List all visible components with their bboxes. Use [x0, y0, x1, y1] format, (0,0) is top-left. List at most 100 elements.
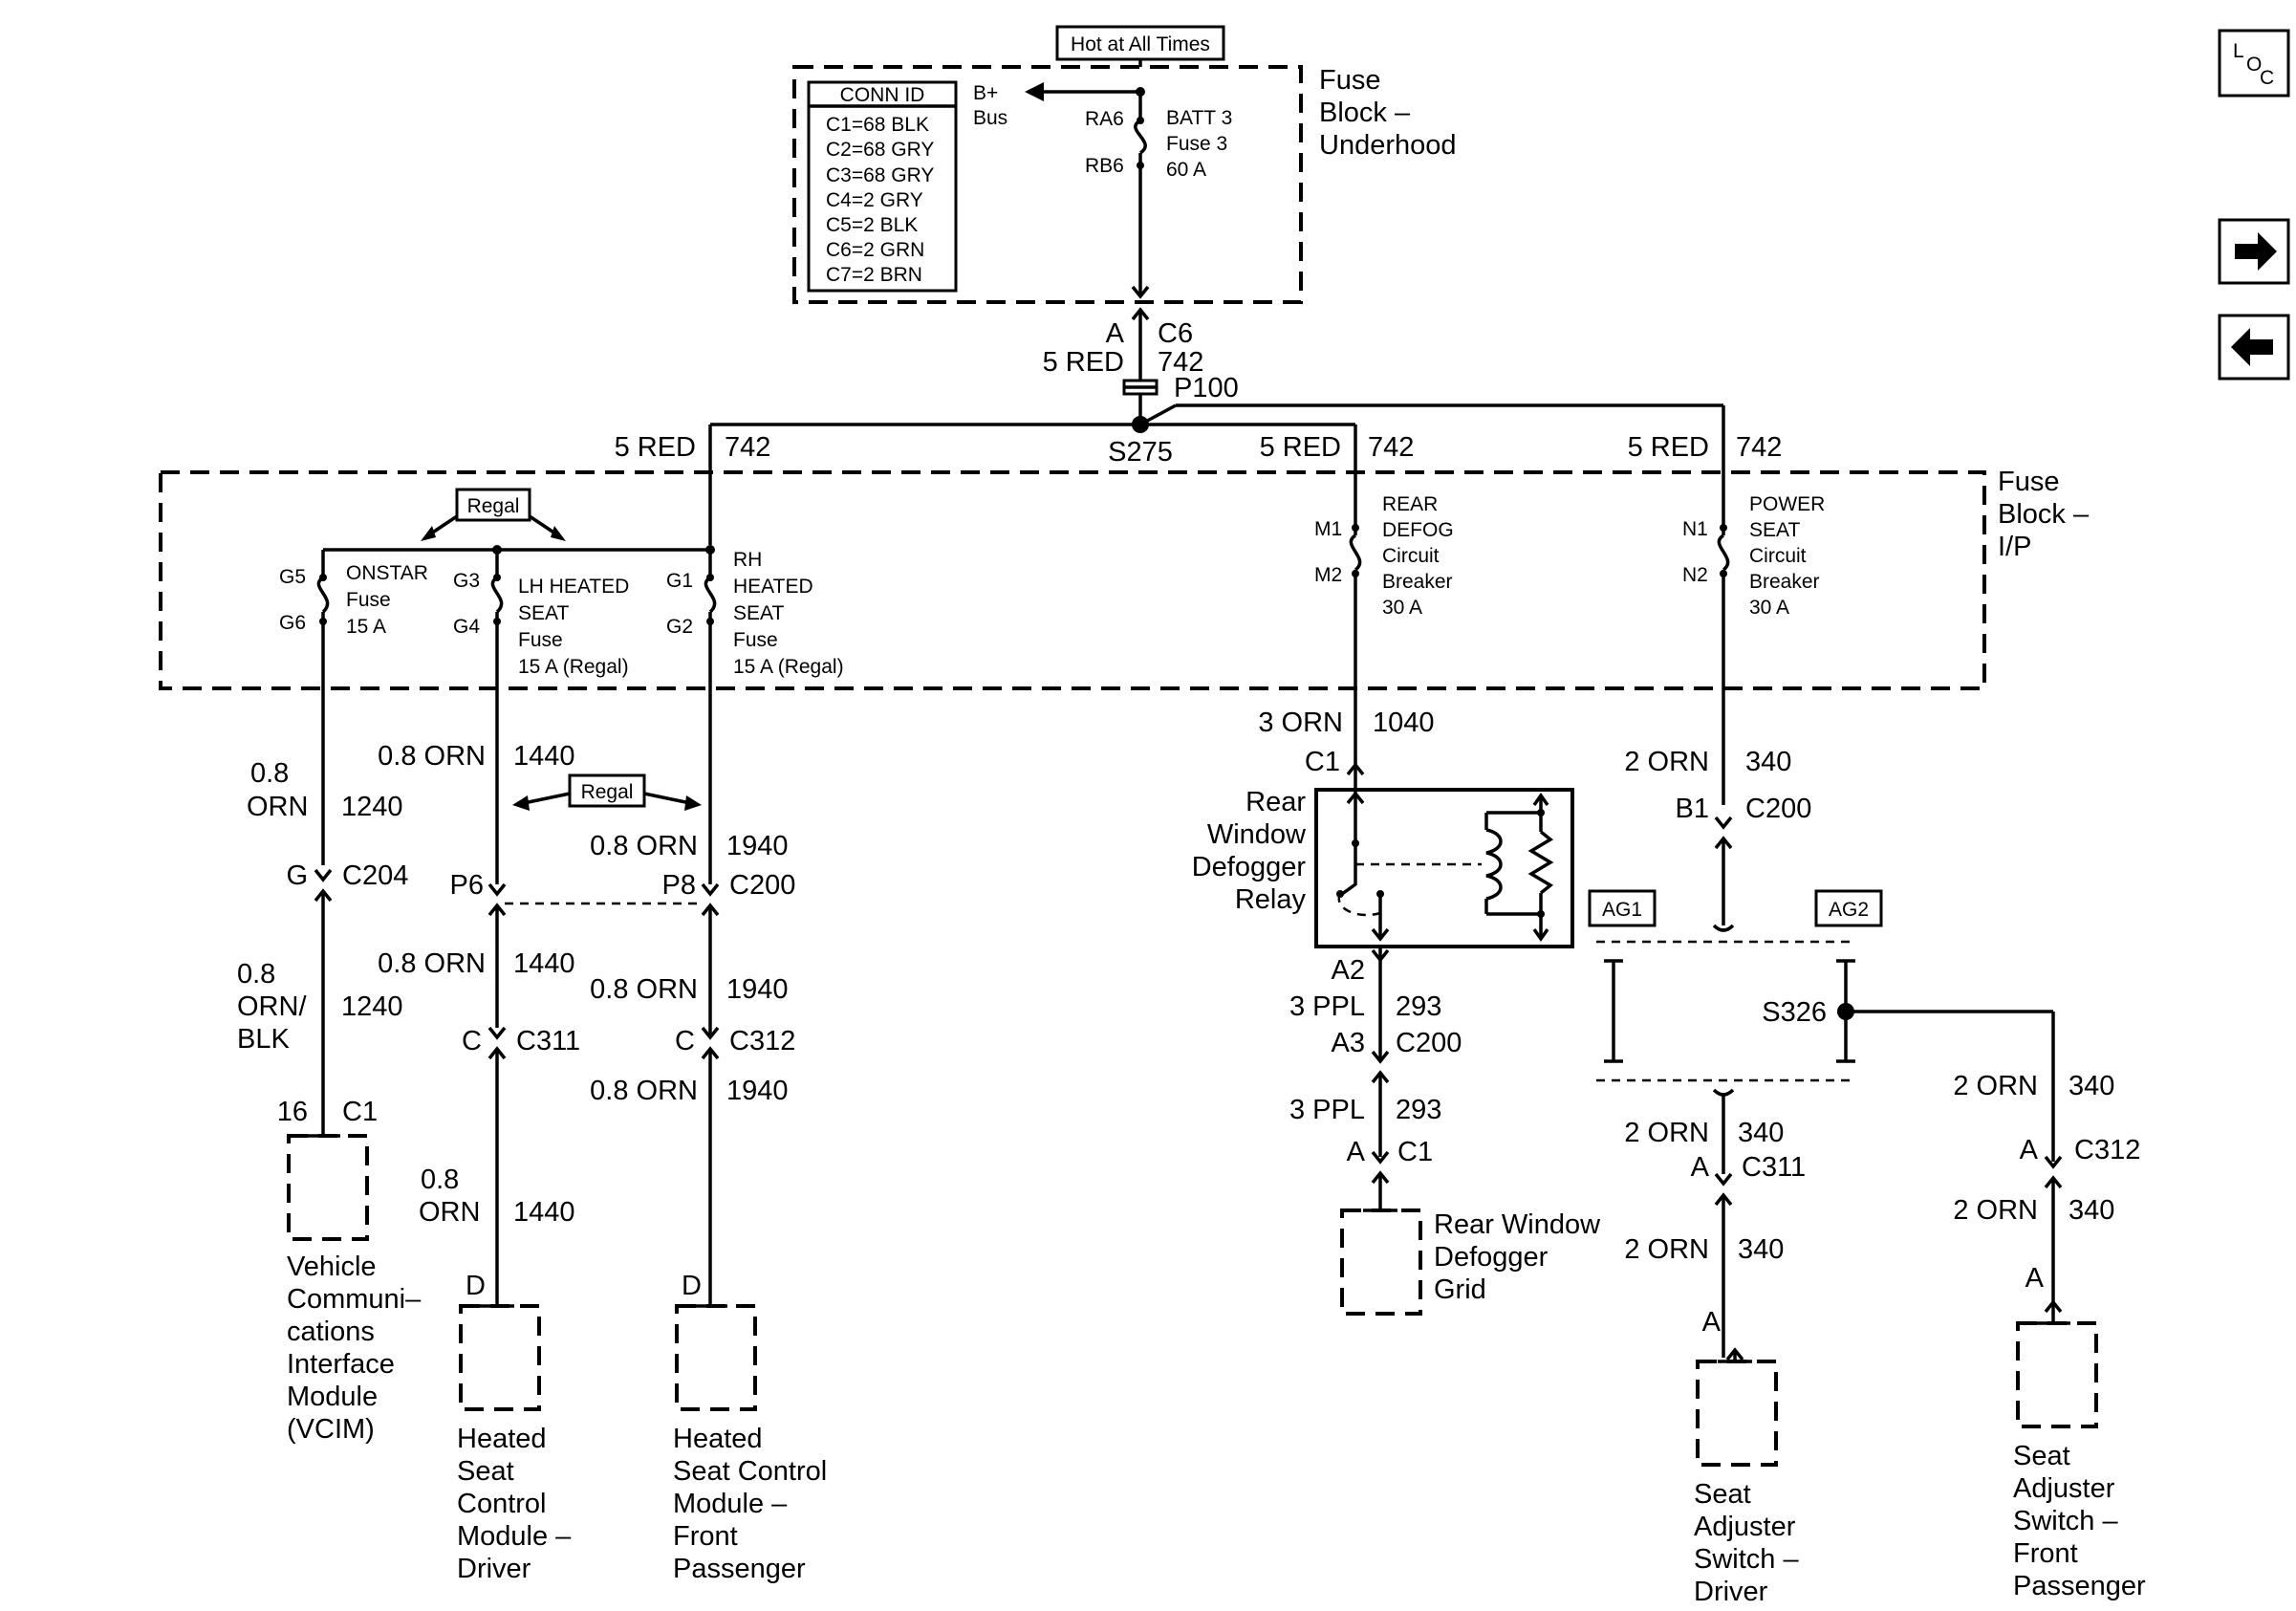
power-breaker-label: Circuit	[1749, 545, 1807, 567]
psd-wire1-gauge: 2 ORN	[1624, 1118, 1709, 1148]
vcim-name: Vehicle	[287, 1252, 377, 1282]
fuse-3-icon	[1134, 119, 1147, 155]
defog-breaker-label: Circuit	[1382, 545, 1440, 567]
defog-wire1-gauge: 3 ORN	[1258, 708, 1343, 738]
hsd-name: Heated	[457, 1424, 547, 1454]
rh-seat-fuse-icon	[704, 576, 717, 614]
hsp-wire1-circuit: 1940	[726, 831, 789, 861]
conn-id-row: C3=68 GRY	[826, 164, 934, 186]
hsp-wire1-gauge: 0.8 ORN	[590, 831, 698, 861]
underhood-label: Fuse	[1319, 65, 1380, 96]
psd-c311: C311	[1742, 1152, 1806, 1183]
relay-name: Relay	[1235, 884, 1307, 915]
conn-id-table	[807, 80, 958, 293]
fuse-block-underhood: Hot at All Times CONN ID C1=68 BLK C2=68…	[792, 25, 1457, 304]
relay-name: Rear	[1245, 787, 1306, 817]
hsp-pin-p8: P8	[662, 870, 696, 901]
power-seat-breaker-icon	[1717, 533, 1730, 572]
psp-c312: C312	[2074, 1135, 2140, 1165]
ps-wire1-circuit: 340	[1745, 747, 1791, 777]
regal-arrow-left-icon	[421, 526, 436, 541]
regal-arrow-left-icon	[512, 795, 530, 811]
psp-name: Front	[2013, 1538, 2078, 1569]
batt3-label: BATT 3	[1166, 107, 1232, 129]
main-gauge: 5 RED	[1043, 347, 1124, 378]
conn-id-title: CONN ID	[840, 84, 925, 106]
main-feed: A C6 5 RED 742 P100 S275 5 RED 742 5 RED…	[615, 308, 1782, 545]
hsp-name: Passenger	[673, 1554, 806, 1584]
hsp-pin-d: D	[682, 1271, 702, 1301]
defog-breaker-label: DEFOG	[1382, 519, 1454, 541]
defog-grid-name: Defogger	[1434, 1242, 1549, 1273]
defog-pin-a: A	[1347, 1137, 1366, 1167]
arrow-left-icon	[2231, 328, 2273, 366]
psd-wire1-circuit: 340	[1738, 1118, 1784, 1148]
defog-wire2-gauge: 3 PPL	[1289, 991, 1365, 1022]
rb6-label: RB6	[1085, 155, 1124, 177]
next-page-button[interactable]	[2218, 218, 2290, 285]
hsp-wire2-gauge: 0.8 ORN	[590, 974, 698, 1005]
power-in: N1	[1682, 518, 1708, 540]
underhood-label: Underhood	[1319, 130, 1457, 161]
onstar-fuse-icon	[316, 576, 330, 614]
vcim-circuit: 0.8 ORN 1240 G C204 0.8 ORN/ BLK 1240 16…	[237, 758, 422, 1445]
hsd-name: Driver	[457, 1554, 531, 1584]
psd-pin-a2: A	[1702, 1307, 1722, 1338]
psp-name: Switch –	[2013, 1506, 2118, 1536]
relay-coil-icon	[1485, 828, 1503, 901]
hsp-wire3-circuit: 1940	[726, 1076, 789, 1106]
ra6-label: RA6	[1085, 108, 1124, 130]
rh-label: Fuse	[733, 629, 778, 651]
bus-label: Bus	[973, 107, 1007, 129]
lh-label: 15 A (Regal)	[518, 656, 629, 678]
defog-wire1-circuit: 1040	[1373, 708, 1435, 738]
previous-page-button[interactable]	[2218, 314, 2290, 381]
vcim-module-box	[287, 1134, 369, 1241]
psp-wire1-circuit: 340	[2069, 1071, 2114, 1101]
s326-label: S326	[1762, 997, 1827, 1028]
vcim-wire2-gauge: 0.8	[237, 959, 275, 990]
lh-label: Fuse	[518, 629, 563, 651]
defog-c1: C1	[1397, 1137, 1433, 1167]
ip-label: Fuse	[1998, 467, 2059, 497]
relay-switch-contact	[1340, 882, 1357, 896]
pin-a: A	[1106, 318, 1125, 349]
locator-button[interactable]: L O C	[2218, 29, 2290, 98]
rear-defog-breaker-icon	[1349, 533, 1362, 572]
ag2-option-tag	[1814, 889, 1883, 927]
s275-label: S275	[1108, 437, 1173, 468]
seat-adjuster-switch-driver-box	[1696, 1360, 1778, 1467]
vcim-name: cations	[287, 1317, 375, 1347]
ip-label: Block –	[1998, 499, 2090, 530]
hsd-pin-d: D	[466, 1271, 486, 1301]
relay-resistor-icon	[1527, 830, 1554, 895]
psd-pin-a: A	[1691, 1152, 1710, 1183]
power-breaker-label: 30 A	[1749, 597, 1789, 619]
lh-label: LH HEATED	[518, 576, 629, 598]
hsd-name: Seat	[457, 1456, 514, 1487]
hsp-c312: C312	[729, 1026, 795, 1056]
hsd-wire3-gauge: 0.8	[421, 1165, 459, 1195]
fuse-block-ip: Fuse Block – I/P Regal G5 G6 ONSTAR Fuse…	[159, 467, 2090, 884]
bus-arrow-icon	[1025, 82, 1044, 101]
ip-label: I/P	[1998, 532, 2031, 562]
onstar-amp: 15 A	[346, 616, 386, 638]
hsd-wire3-gauge: ORN	[419, 1197, 480, 1228]
hsp-c200: C200	[729, 870, 795, 901]
hsd-pin-p6: P6	[450, 870, 484, 901]
loc-letter: O	[2246, 54, 2262, 76]
hsp-name: Module –	[673, 1489, 788, 1519]
vcim-pin-16: 16	[277, 1097, 308, 1127]
heated-seat-driver-circuit: 0.8 ORN 1440 P6 0.8 ORN 1440 C C311 0.8 …	[378, 741, 580, 1584]
conn-id-row: C1=68 BLK	[826, 114, 929, 136]
mid-feed-circuit: 742	[1368, 432, 1414, 463]
defog-grid-name: Rear Window	[1434, 1209, 1601, 1240]
vcim-name: Module	[287, 1382, 378, 1412]
rear-window-defogger-grid-box	[1340, 1208, 1422, 1316]
fuse3-label: Fuse 3	[1166, 133, 1227, 155]
psp-name: Passenger	[2013, 1571, 2146, 1601]
regal-arrow-right-icon	[551, 526, 566, 541]
c6-label: C6	[1158, 318, 1193, 349]
relay-name: Defogger	[1192, 852, 1307, 882]
hsd-pin-c: C	[462, 1026, 482, 1056]
